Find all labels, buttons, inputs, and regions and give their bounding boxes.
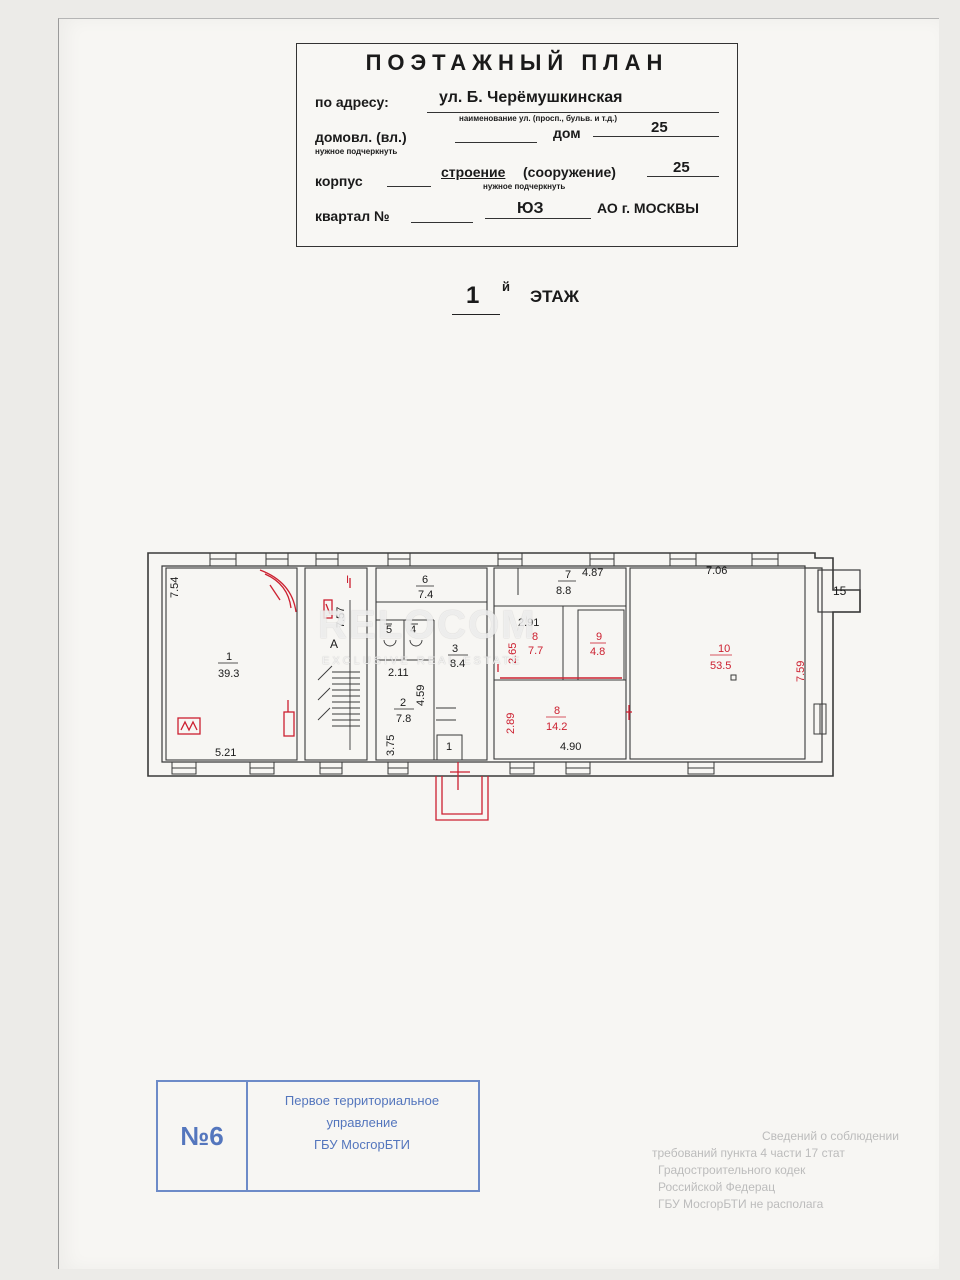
- red-marks: [177, 569, 632, 821]
- room-2-id: 2: [400, 697, 406, 709]
- dim-4-90: 4.90: [560, 741, 581, 753]
- district-value: ЮЗ: [517, 200, 544, 217]
- dom-value: 25: [651, 119, 668, 136]
- note-line-2: требований пункта 4 части 17 стат: [652, 1146, 845, 1160]
- dim-2-65: 2.65: [507, 643, 519, 664]
- stamp-line-3: ГБУ МосгорБТИ: [314, 1137, 410, 1152]
- room-9-id: 9: [596, 631, 602, 643]
- room-10-id: 10: [718, 643, 730, 655]
- rooms-7-9-outline: [493, 567, 627, 760]
- stamp-line-2: управление: [326, 1115, 398, 1130]
- stamp-text: Первое территориальное управление ГБУ Мо…: [248, 1090, 476, 1156]
- dim-2-91: 2.91: [518, 617, 539, 629]
- sooruzhenie-label: (сооружение): [523, 164, 616, 180]
- note-line-5: ГБУ МосгорБТИ не располага: [658, 1197, 824, 1211]
- street-note: наименование ул. (просп., бульв. и т.д.): [459, 114, 618, 123]
- dim-7-57: 7.57: [335, 607, 347, 628]
- room-2-area: 7.8: [396, 713, 411, 725]
- plan-header-box: ПОЭТАЖНЫЙ ПЛАН по адресу: ул. Б. Черёмуш…: [296, 43, 738, 247]
- room-6-id: 6: [422, 574, 428, 586]
- dim-5-21: 5.21: [215, 747, 236, 759]
- korpus-label: корпус: [315, 173, 363, 189]
- column-15-id: 15: [833, 584, 847, 598]
- domovl-label: домовл. (вл.): [315, 129, 407, 145]
- dim-3-75: 3.75: [385, 735, 397, 756]
- floor-label: ЭТАЖ: [530, 287, 580, 306]
- room-1-outline: [165, 567, 298, 761]
- vestibule-1-outline: [436, 734, 463, 761]
- stamp-line-1: Первое территориальное: [284, 1093, 440, 1108]
- bti-stamp: №6 Первое территориальное управление ГБУ…: [156, 1080, 480, 1192]
- room-3-id: 3: [452, 643, 458, 655]
- stroenie-label: строение: [441, 164, 506, 180]
- room-7-area: 8.8: [556, 585, 571, 597]
- room-8a-id: 8: [532, 631, 538, 643]
- dim-7-54: 7.54: [169, 577, 181, 598]
- wet-block-outline: [375, 567, 488, 761]
- room-1-area: 39.3: [218, 668, 239, 680]
- kvartal-line: [411, 222, 473, 223]
- dim-4-59: 4.59: [415, 685, 427, 706]
- note-line-1: Сведений о соблюдении: [762, 1129, 899, 1143]
- domovl-line: [455, 142, 537, 143]
- room-5-id: 5: [386, 624, 392, 636]
- top-windows: [209, 552, 779, 567]
- floor-number-underline: [452, 314, 500, 315]
- room-8a-area: 7.7: [528, 645, 543, 657]
- stair-label: А: [330, 637, 338, 651]
- room-9-outline: [577, 609, 625, 681]
- dim-4-87: 4.87: [582, 567, 603, 579]
- stroenie-value: 25: [673, 159, 690, 176]
- floor-suffix: й: [502, 279, 510, 294]
- bottom-windows: [171, 703, 827, 775]
- room-4-id: 4: [410, 624, 416, 636]
- room-9-area: 4.8: [590, 646, 605, 658]
- korpus-line: [387, 186, 431, 187]
- address-line: [427, 112, 719, 113]
- watermark-tagline: EXCLUSIVE REAL ESTATE: [322, 655, 523, 667]
- dim-7-59: 7.59: [795, 661, 807, 682]
- kvartal-label: квартал №: [315, 208, 390, 224]
- room-10-outline: [629, 567, 806, 760]
- column-15-outline: [817, 569, 861, 613]
- room-7-id: 7: [565, 569, 571, 581]
- stair-steps: [317, 600, 360, 750]
- room-8-id: 8: [554, 705, 560, 717]
- dim-7-06: 7.06: [706, 565, 727, 577]
- stroenie-line: [647, 176, 719, 177]
- note-line-4: Российской Федерац: [658, 1180, 776, 1194]
- vestibule-1-id: 1: [446, 741, 452, 753]
- room-10-area: 53.5: [710, 660, 731, 672]
- street-value: ул. Б. Черёмушкинская: [439, 89, 623, 106]
- note-line-3: Градостроительного кодек: [658, 1163, 806, 1177]
- dim-2-11: 2.11: [388, 667, 409, 679]
- room-8-area: 14.2: [546, 721, 567, 733]
- room-1-id: 1: [226, 651, 232, 663]
- dim-2-89: 2.89: [505, 713, 517, 734]
- district-line: [485, 218, 591, 219]
- faded-note: Сведений о соблюдении требований пункта …: [652, 1128, 912, 1213]
- stair-a-outline: [304, 567, 368, 761]
- dom-label: дом: [553, 125, 581, 141]
- floor-number: 1: [466, 282, 480, 309]
- city-label: АО г. МОСКВЫ: [597, 200, 699, 216]
- address-label: по адресу:: [315, 94, 389, 110]
- stair-mark: I: [346, 574, 349, 586]
- room-6-area: 7.4: [418, 589, 433, 601]
- stroenie-note: нужное подчеркнуть: [483, 182, 566, 191]
- domovl-note: нужное подчеркнуть: [315, 147, 398, 156]
- room-3-area: 8.4: [450, 658, 465, 670]
- stamp-number: №6: [158, 1082, 248, 1190]
- document-title: ПОЭТАЖНЫЙ ПЛАН: [365, 50, 669, 75]
- dom-line: [593, 136, 719, 137]
- watermark-brand: RELOCOM: [318, 603, 537, 647]
